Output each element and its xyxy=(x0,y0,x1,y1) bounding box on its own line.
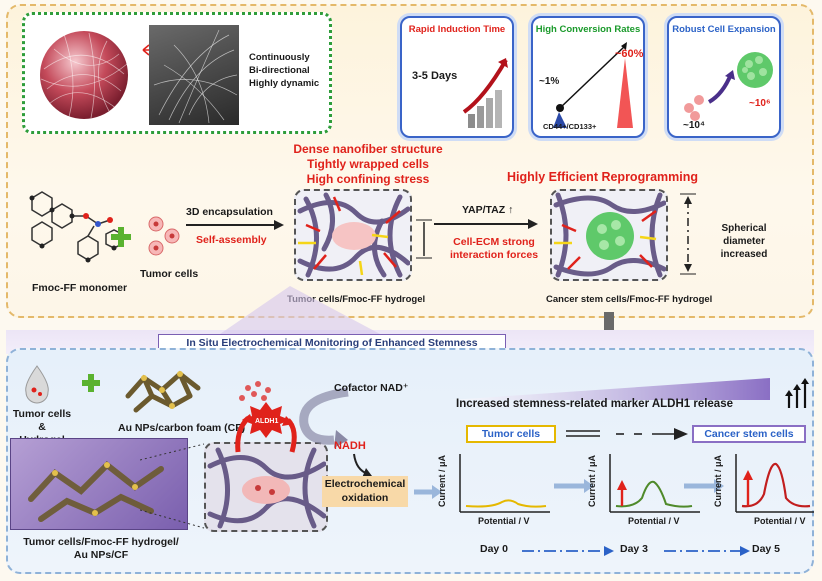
electrode-device xyxy=(10,438,188,530)
day-5-label: Day 5 xyxy=(752,543,781,555)
cofactor-arrow xyxy=(299,387,349,448)
zoom-lines xyxy=(140,443,205,529)
expansion-high: ~10⁶ xyxy=(749,98,771,109)
plus-icon xyxy=(111,227,131,247)
diameter-label: Spherical diameter increased xyxy=(700,222,788,261)
plot-day3 xyxy=(609,454,700,513)
card-value: 3-5 Days xyxy=(412,70,458,82)
expansion-low: ~10⁴ xyxy=(683,120,705,131)
transition-arrow xyxy=(566,428,688,440)
caption-line-2: Bi-directional xyxy=(249,65,310,76)
stress-heading: Dense nanofiber structure Tightly wrappe… xyxy=(283,142,453,187)
reprogramming-arrow xyxy=(434,219,538,229)
cofactor-label: Cofactor NAD⁺ xyxy=(334,382,409,394)
hydrogel-left-label: Tumor cells/Fmoc-FF hydrogel xyxy=(287,294,426,305)
monitoring-banner: In Situ Electrochemical Monitoring of En… xyxy=(158,334,506,352)
zoom-funnel xyxy=(220,286,380,334)
ylabel-day3: Current / μA xyxy=(587,454,598,508)
enzyme-label: ALDH1 xyxy=(255,418,279,425)
tumor-cells-icon xyxy=(148,216,180,256)
stress-line-2: Tightly wrapped cells xyxy=(307,157,429,171)
encapsulation-arrow xyxy=(186,220,284,230)
conversion-high: ~60% xyxy=(615,48,644,60)
fiber-ball-illustration xyxy=(40,31,128,119)
to-detection-arrow xyxy=(414,485,442,499)
marker-label: CD44+/CD133+ xyxy=(543,122,597,131)
carbon-foam-icon xyxy=(125,370,201,413)
marker-release-label: Increased stemness-related marker ALDH1 … xyxy=(456,398,733,410)
tumor-hydrogel-line-1: Tumor cells & xyxy=(12,408,72,433)
device-label: Tumor cells/Fmoc-FF hydrogel/ Au NPs/CF xyxy=(6,536,196,562)
card-conversion-rates: High Conversion Rates ~1% ~60% CD44+/CD1… xyxy=(531,16,645,138)
progress-arrow-2 xyxy=(684,479,724,493)
hydrogel-right-label: Cancer stem cells/Fmoc-FF hydrogel xyxy=(546,294,713,305)
self-assembly-label: Self-assembly xyxy=(196,234,267,246)
zoomed-fibers xyxy=(207,447,327,529)
hydrogel-fibers xyxy=(297,192,411,278)
xlabel-day5: Potential / V xyxy=(754,516,806,526)
nanofiber-structure-box: Continuously Bi-directional Highly dynam… xyxy=(22,12,332,134)
oxidation-line-1: Electrochemical xyxy=(324,478,406,490)
hydrogel-right xyxy=(550,189,668,281)
chart-day0: Current / μA Potential / V xyxy=(437,450,554,528)
timeline-arrow-1 xyxy=(522,546,614,556)
timeline-arrow-2 xyxy=(664,546,750,556)
progress-arrow-1 xyxy=(554,479,594,493)
zoomed-hydrogel xyxy=(204,442,328,532)
ylabel-day0: Current / μA xyxy=(437,454,448,508)
monomer-label: Fmoc-FF monomer xyxy=(32,282,128,294)
card-title: Robust Cell Expansion xyxy=(672,24,776,35)
increase-arrows-icon xyxy=(785,378,809,408)
tumor-cells-box: Tumor cells xyxy=(466,425,556,443)
device-line-1: Tumor cells/Fmoc-FF hydrogel/ xyxy=(23,536,179,548)
card-cell-expansion: Robust Cell Expansion ~10⁴ ~10⁶ xyxy=(667,16,781,138)
plot-day0 xyxy=(459,454,550,513)
plus-icon-bottom xyxy=(82,374,100,392)
hydrogel-fibers-expanded xyxy=(553,192,667,278)
nadh-label: NADH xyxy=(334,440,366,452)
droplet-icon xyxy=(25,365,49,404)
xlabel-day0: Potential / V xyxy=(478,516,530,526)
ecm-force-label: Cell-ECM strong interaction forces xyxy=(438,236,550,262)
chart-day5: Current / μA Potential / V xyxy=(713,450,822,528)
reprogramming-heading: Highly Efficient Reprogramming xyxy=(507,170,698,184)
oxidation-arrow xyxy=(353,453,372,478)
day-3-label: Day 3 xyxy=(620,543,649,555)
yap-taz-label: YAP/TAZ ↑ xyxy=(462,204,514,216)
ylabel-day5: Current / μA xyxy=(713,454,724,508)
cell-expansion-diagram xyxy=(684,52,773,121)
aldh1-release xyxy=(235,381,297,453)
day-0-label: Day 0 xyxy=(480,543,509,555)
sem-image xyxy=(149,25,239,125)
conversion-diagram xyxy=(553,42,633,128)
diameter-line-2: increased xyxy=(720,249,768,260)
oxidation-line-2: oxidation xyxy=(341,492,389,504)
ecm-line-1: Cell-ECM strong xyxy=(453,236,535,248)
ecm-line-2: interaction forces xyxy=(449,249,539,261)
conversion-low: ~1% xyxy=(539,76,560,87)
tumor-cells-label: Tumor cells xyxy=(140,268,199,280)
xlabel-day3: Potential / V xyxy=(628,516,680,526)
oxidation-label: Electrochemical oxidation xyxy=(322,476,408,507)
encapsulation-label: 3D encapsulation xyxy=(186,206,273,218)
diameter-indicator xyxy=(680,193,696,275)
fmoc-ff-molecule xyxy=(29,191,123,263)
growth-bars-icon xyxy=(462,58,508,128)
card-title: High Conversion Rates xyxy=(535,24,641,35)
cancer-stem-cells-box: Cancer stem cells xyxy=(692,425,806,443)
device-line-2: Au NPs/CF xyxy=(73,549,129,561)
size-indicator xyxy=(416,219,432,259)
hydrogel-left xyxy=(294,189,412,281)
diameter-line-1: Spherical diameter xyxy=(721,223,767,247)
stress-line-1: Dense nanofiber structure xyxy=(293,142,443,156)
plot-day5 xyxy=(735,454,814,513)
chart-day3: Current / μA Potential / V xyxy=(587,450,704,528)
caption-line-3: Highly dynamic xyxy=(249,78,320,89)
release-wedge xyxy=(450,378,770,400)
card-induction-time: Rapid Induction Time 3-5 Days xyxy=(400,16,514,138)
caption-line-1: Continuously xyxy=(249,52,310,63)
foam-label: Au NPs/carbon foam (CF) xyxy=(118,422,246,434)
stress-line-3: High confining stress xyxy=(306,172,430,186)
card-title: Rapid Induction Time xyxy=(408,24,506,35)
